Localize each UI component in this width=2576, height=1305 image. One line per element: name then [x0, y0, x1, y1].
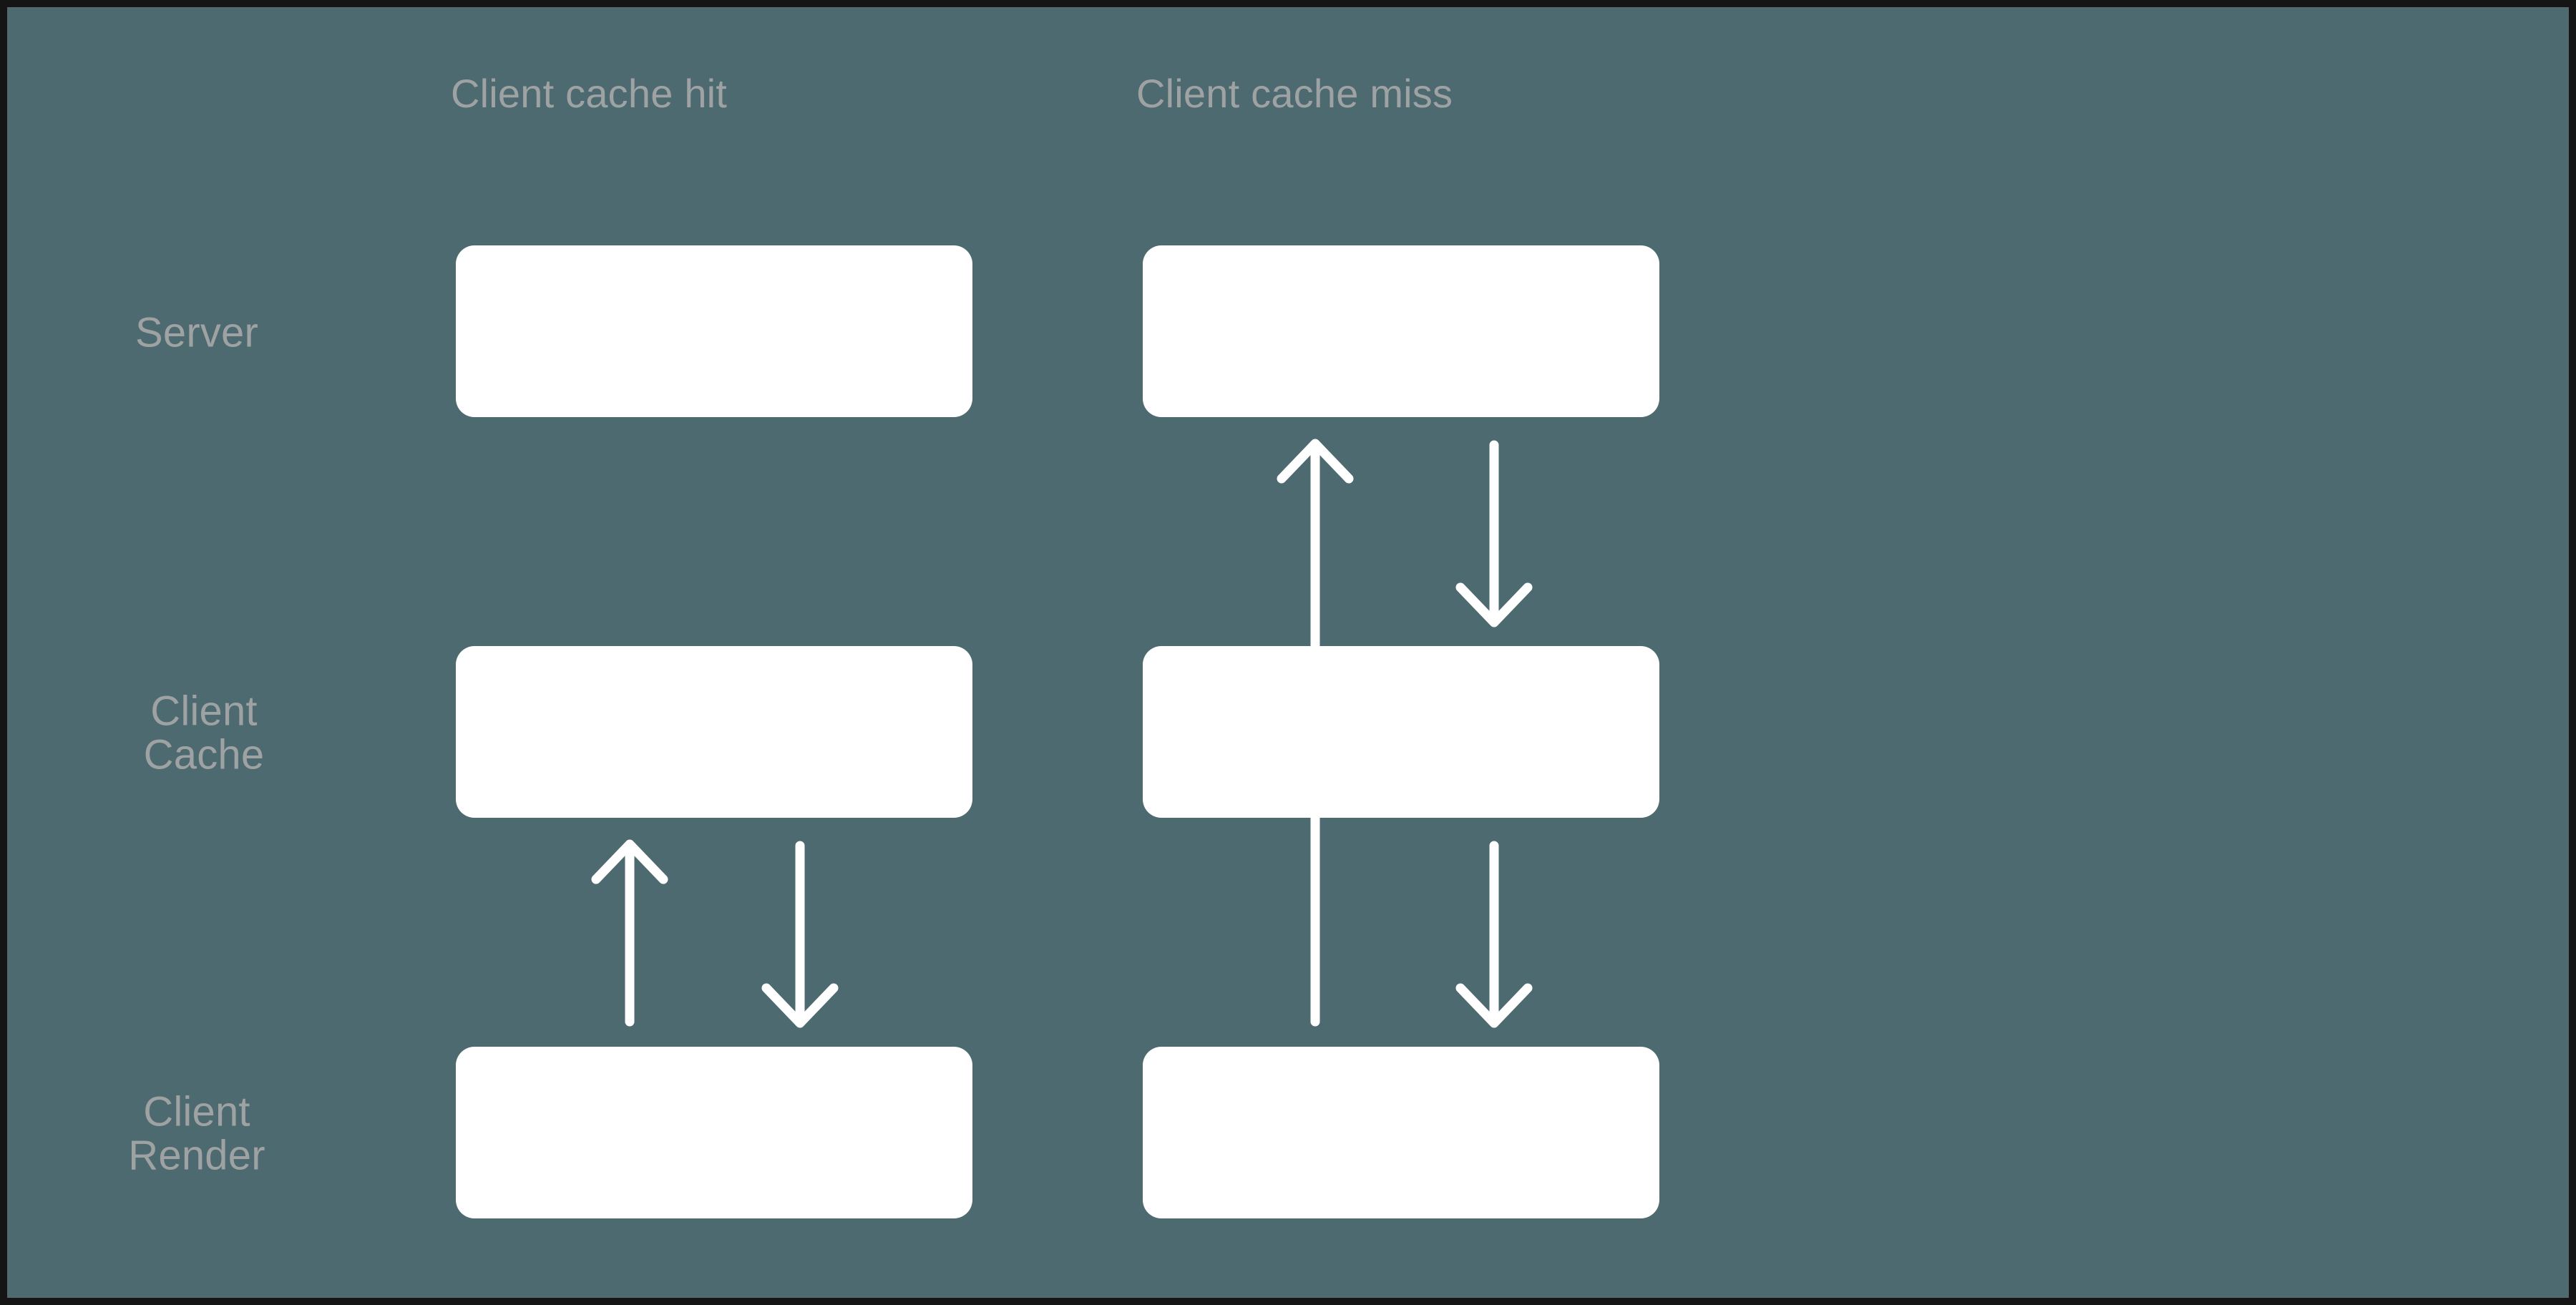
- row-label-server: Server: [135, 309, 259, 356]
- diagram-stage: Client cache hit Client cache miss Serve…: [7, 7, 2569, 1298]
- node-hit-client-render[interactable]: [456, 1047, 972, 1218]
- node-hit-client-cache[interactable]: [456, 646, 972, 818]
- column-header-cache-miss: Client cache miss: [1136, 71, 1453, 116]
- column-header-cache-hit: Client cache hit: [451, 71, 728, 116]
- row-label-client-render: Client Render: [128, 1088, 265, 1179]
- arrow-miss-server-to-cache-icon: [1455, 440, 1533, 627]
- node-miss-client-render[interactable]: [1143, 1047, 1659, 1218]
- row-label-client-cache: Client Cache: [143, 688, 265, 778]
- arrow-hit-cache-to-render-icon: [761, 841, 839, 1028]
- node-miss-client-cache[interactable]: [1143, 646, 1659, 818]
- node-miss-server[interactable]: [1143, 245, 1659, 417]
- arrow-hit-render-to-cache-icon: [591, 839, 668, 1027]
- node-hit-server[interactable]: [456, 245, 972, 417]
- arrow-miss-cache-to-render-icon: [1455, 841, 1533, 1028]
